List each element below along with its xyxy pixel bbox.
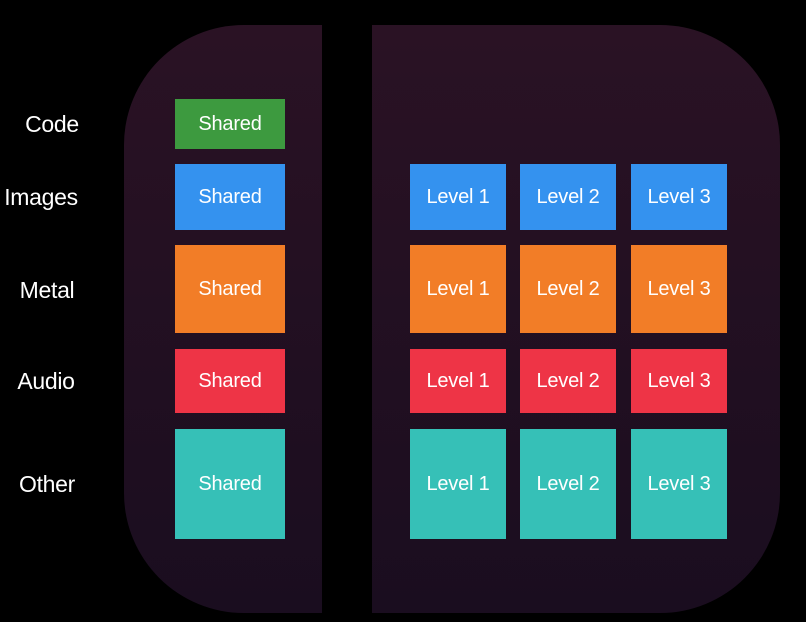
audio-shared-tile: Shared bbox=[175, 349, 285, 413]
audio-level-3-tile: Level 3 bbox=[631, 349, 727, 413]
other-level-2-tile: Level 2 bbox=[520, 429, 616, 539]
row-label-images: Images bbox=[4, 184, 78, 210]
row-label-metal: Metal bbox=[19, 277, 75, 303]
images-level-1-tile: Level 1 bbox=[410, 164, 506, 230]
other-shared-tile: Shared bbox=[175, 429, 285, 539]
audio-level-1-tile: Level 1 bbox=[410, 349, 506, 413]
other-level-3-tile: Level 3 bbox=[631, 429, 727, 539]
metal-level-1-tile: Level 1 bbox=[410, 245, 506, 333]
code-shared-tile: Shared bbox=[175, 99, 285, 149]
images-level-2-tile: Level 2 bbox=[520, 164, 616, 230]
other-level-1-tile: Level 1 bbox=[410, 429, 506, 539]
images-shared-tile: Shared bbox=[175, 164, 285, 230]
row-label-code: Code bbox=[25, 111, 79, 137]
row-label-audio: Audio bbox=[17, 368, 75, 394]
audio-level-2-tile: Level 2 bbox=[520, 349, 616, 413]
images-level-3-tile: Level 3 bbox=[631, 164, 727, 230]
metal-level-2-tile: Level 2 bbox=[520, 245, 616, 333]
row-label-other: Other bbox=[18, 471, 76, 497]
metal-level-3-tile: Level 3 bbox=[631, 245, 727, 333]
metal-shared-tile: Shared bbox=[175, 245, 285, 333]
